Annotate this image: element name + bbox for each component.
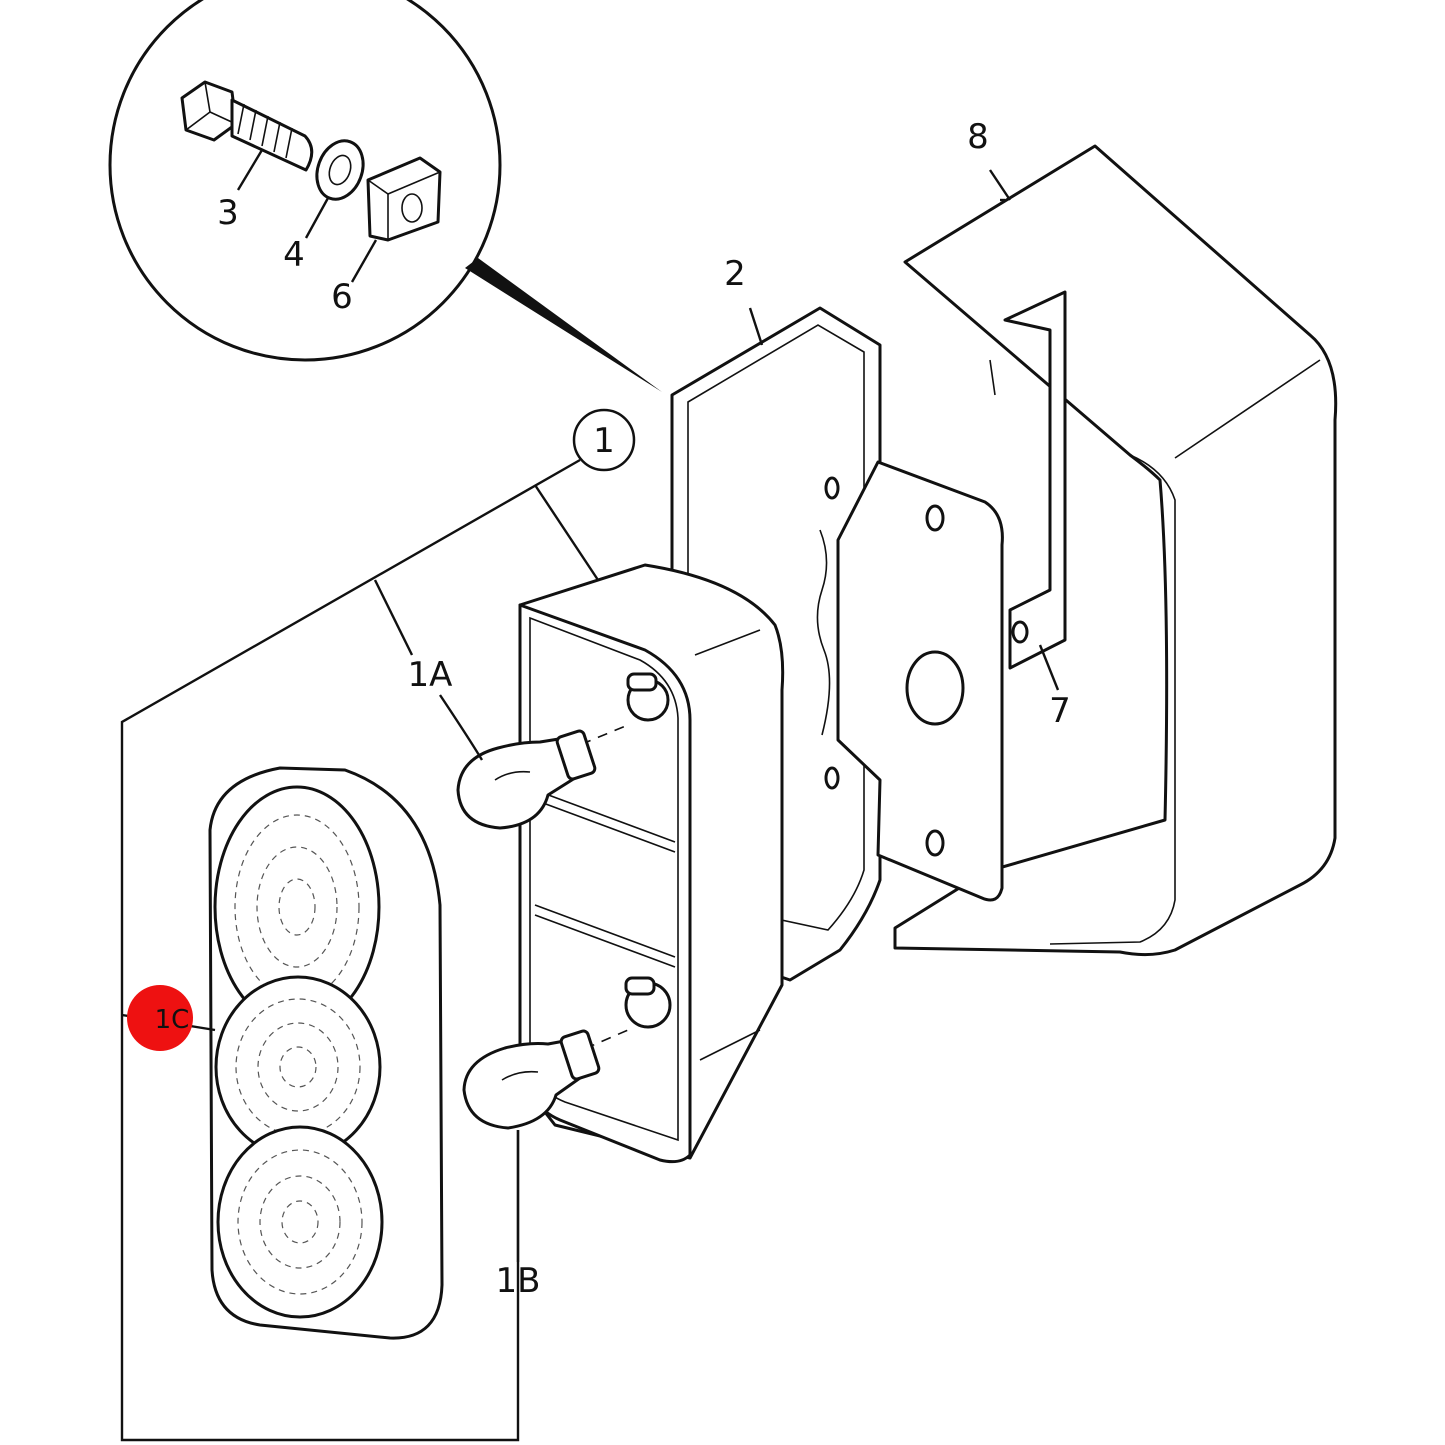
bulb-part-1b	[462, 1029, 601, 1130]
fastener-detail-inset: 3 4 6	[108, 0, 662, 392]
label-1c: 1C	[155, 1005, 190, 1035]
bulb-socket-lower	[624, 976, 672, 1029]
label-6: 6	[331, 277, 353, 317]
label-1a: 1A	[408, 655, 453, 695]
label-8: 8	[967, 117, 989, 157]
washer-part-4	[315, 139, 365, 201]
mounting-plate-part-7	[836, 460, 1029, 902]
bulb-socket-upper	[626, 672, 670, 722]
bulb-part-1a	[456, 729, 597, 830]
callout-1-text: 1	[593, 421, 615, 461]
lens-part-1c	[208, 766, 444, 1340]
callout-1: 1	[572, 408, 636, 472]
label-3: 3	[217, 193, 239, 233]
label-2: 2	[724, 254, 746, 294]
clip-nut-part-6	[366, 156, 442, 242]
bolt-part-3	[180, 80, 314, 172]
highlight-marker-1c[interactable]: 1C	[127, 985, 193, 1051]
label-7: 7	[1049, 691, 1071, 731]
label-1b: 1B	[496, 1261, 541, 1301]
cover-bracket-part-8	[893, 144, 1338, 957]
leader-lines	[120, 169, 1060, 1442]
label-4: 4	[283, 235, 305, 275]
